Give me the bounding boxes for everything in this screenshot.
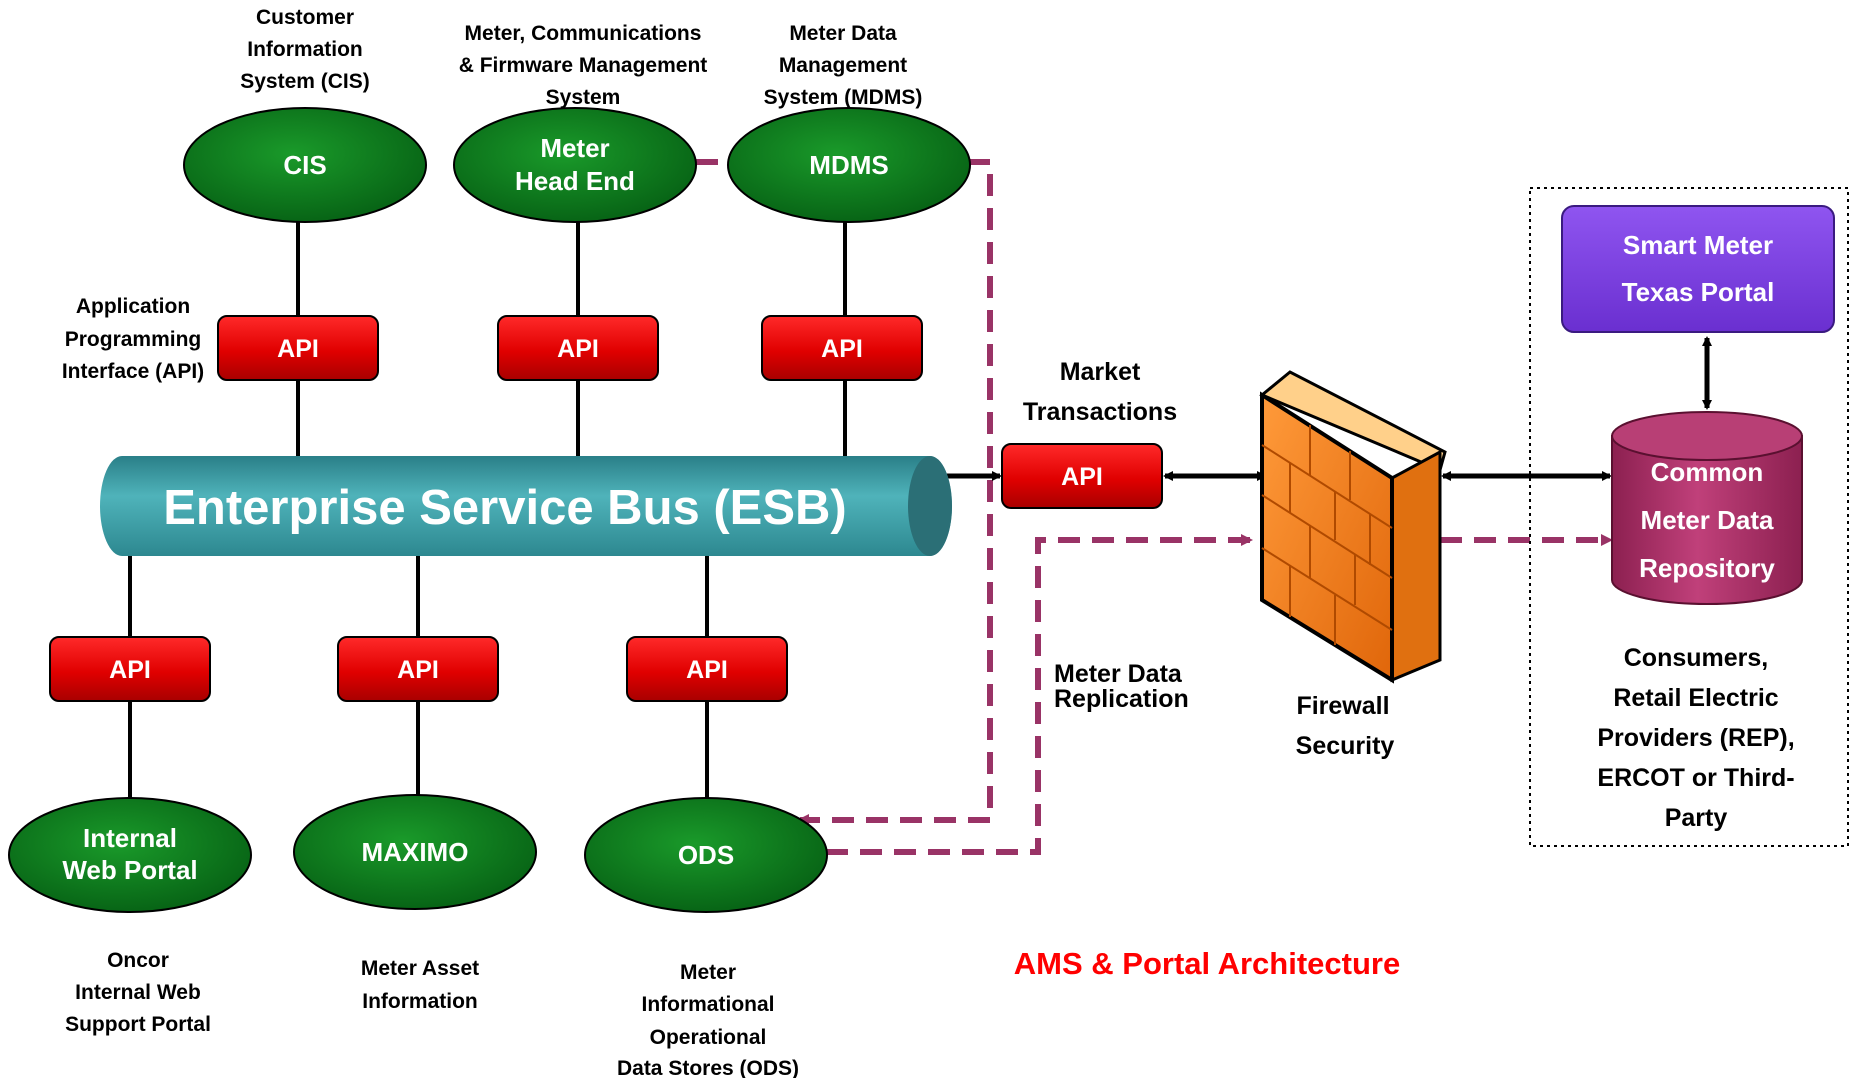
api-label: API [557, 335, 599, 363]
node-mdms-label: MDMS [809, 150, 888, 180]
api-box-cis[interactable]: API [217, 315, 379, 381]
api-caption-2: Programming [65, 328, 202, 351]
api-caption-1: Application [76, 295, 190, 318]
node-maximo-label: MAXIMO [362, 837, 469, 867]
node-iwp-label-1: Internal [83, 823, 177, 853]
node-iwp-label-2: Web Portal [62, 855, 197, 885]
ods-caption-1: Meter [680, 961, 736, 984]
api-caption-3: Interface (API) [62, 360, 204, 383]
consumers-label-1: Consumers, [1624, 644, 1768, 672]
top-connectors [296, 220, 847, 460]
portal-label-2: Texas Portal [1622, 277, 1775, 307]
firewall-bricks [1261, 425, 1393, 645]
external-boundary [1529, 187, 1849, 847]
cis-caption-1: Customer [256, 6, 354, 29]
node-cis-label: CIS [283, 150, 326, 180]
consumers-label-5: Party [1665, 804, 1728, 832]
firewall-label-1: Firewall [1296, 692, 1389, 720]
replication-label-2: Replication [1054, 685, 1189, 713]
bottom-connectors [128, 550, 709, 800]
diagram-title: AMS & Portal Architecture [1014, 946, 1400, 981]
node-mhe-label-1: Meter [540, 133, 609, 163]
ods-to-firewall-flow [826, 534, 1253, 855]
meter-data-replication-label: Meter Data Replication [1054, 660, 1189, 713]
node-ods[interactable]: ODS [584, 797, 828, 913]
node-mdms[interactable]: MDMS [727, 107, 971, 223]
firewall-icon [1259, 370, 1447, 684]
maximo-caption: Meter Asset Information [361, 957, 479, 1013]
api-box-iwp[interactable]: API [49, 636, 211, 702]
portal-label-1: Smart Meter [1623, 230, 1773, 260]
api-box-mhe[interactable]: API [497, 315, 659, 381]
firewall-label-2: Security [1296, 732, 1395, 760]
mdms-caption-3: System (MDMS) [764, 86, 923, 109]
iwp-caption-3: Support Portal [65, 1013, 211, 1036]
maximo-caption-1: Meter Asset [361, 957, 479, 980]
consumers-label: Consumers, Retail Electric Providers (RE… [1597, 644, 1794, 832]
mhe-caption: Meter, Communications & Firmware Managem… [459, 22, 708, 109]
ods-caption-3: Operational [650, 1026, 767, 1049]
node-maximo[interactable]: MAXIMO [293, 794, 537, 910]
market-label-2: Transactions [1023, 398, 1177, 426]
market-transactions-label: Market Transactions [1023, 358, 1177, 426]
maximo-caption-2: Information [362, 990, 478, 1013]
black-arrows [928, 336, 1712, 481]
consumers-label-2: Retail Electric [1613, 684, 1778, 712]
api-box-market[interactable]: API [1001, 443, 1163, 509]
mhe-caption-1: Meter, Communications [465, 22, 702, 45]
iwp-caption: Oncor Internal Web Support Portal [65, 949, 211, 1036]
node-cis[interactable]: CIS [183, 107, 427, 223]
iwp-caption-2: Internal Web [75, 981, 201, 1004]
cis-caption: Customer Information System (CIS) [240, 6, 370, 93]
api-label: API [277, 335, 319, 363]
node-mhe-label-2: Head End [515, 166, 635, 196]
consumers-label-3: Providers (REP), [1597, 724, 1794, 752]
cis-caption-3: System (CIS) [240, 70, 370, 93]
smart-meter-texas-portal[interactable]: Smart Meter Texas Portal [1561, 205, 1835, 333]
node-ods-label: ODS [678, 840, 734, 870]
api-label: API [686, 656, 728, 684]
api-box-mdms[interactable]: API [761, 315, 923, 381]
repo-label-2: Meter Data [1641, 505, 1774, 535]
ods-caption: Meter Informational Operational Data Sto… [617, 961, 799, 1078]
api-label: API [1061, 463, 1103, 491]
repo-label-3: Repository [1639, 553, 1775, 583]
node-internal-web-portal[interactable]: Internal Web Portal [8, 797, 252, 913]
mdms-to-ods-flow [797, 159, 993, 826]
ods-caption-2: Informational [641, 993, 774, 1016]
ods-caption-4: Data Stores (ODS) [617, 1057, 799, 1078]
iwp-caption-1: Oncor [107, 949, 169, 972]
api-box-ods[interactable]: API [626, 636, 788, 702]
common-meter-data-repository[interactable]: Common Meter Data Repository [1611, 411, 1803, 605]
mdms-caption-2: Management [779, 54, 907, 77]
replication-label-1: Meter Data [1054, 660, 1183, 688]
api-caption: Application Programming Interface (API) [62, 295, 204, 383]
cis-caption-2: Information [247, 38, 363, 61]
api-box-maximo[interactable]: API [337, 636, 499, 702]
repo-label-1: Common [1651, 457, 1764, 487]
mhe-caption-3: System [546, 86, 621, 109]
market-label-1: Market [1060, 358, 1141, 386]
esb-label: Enterprise Service Bus (ESB) [163, 481, 847, 535]
mdms-caption: Meter Data Management System (MDMS) [764, 22, 923, 109]
api-label: API [821, 335, 863, 363]
node-meter-head-end[interactable]: Meter Head End [453, 107, 697, 223]
api-label: API [397, 656, 439, 684]
mhe-caption-2: & Firmware Management [459, 54, 708, 77]
firewall-security-label: Firewall Security [1296, 692, 1395, 760]
api-label: API [109, 656, 151, 684]
mdms-caption-1: Meter Data [789, 22, 897, 45]
esb-bus: Enterprise Service Bus (ESB) [100, 456, 952, 556]
consumers-label-4: ERCOT or Third- [1597, 764, 1794, 792]
